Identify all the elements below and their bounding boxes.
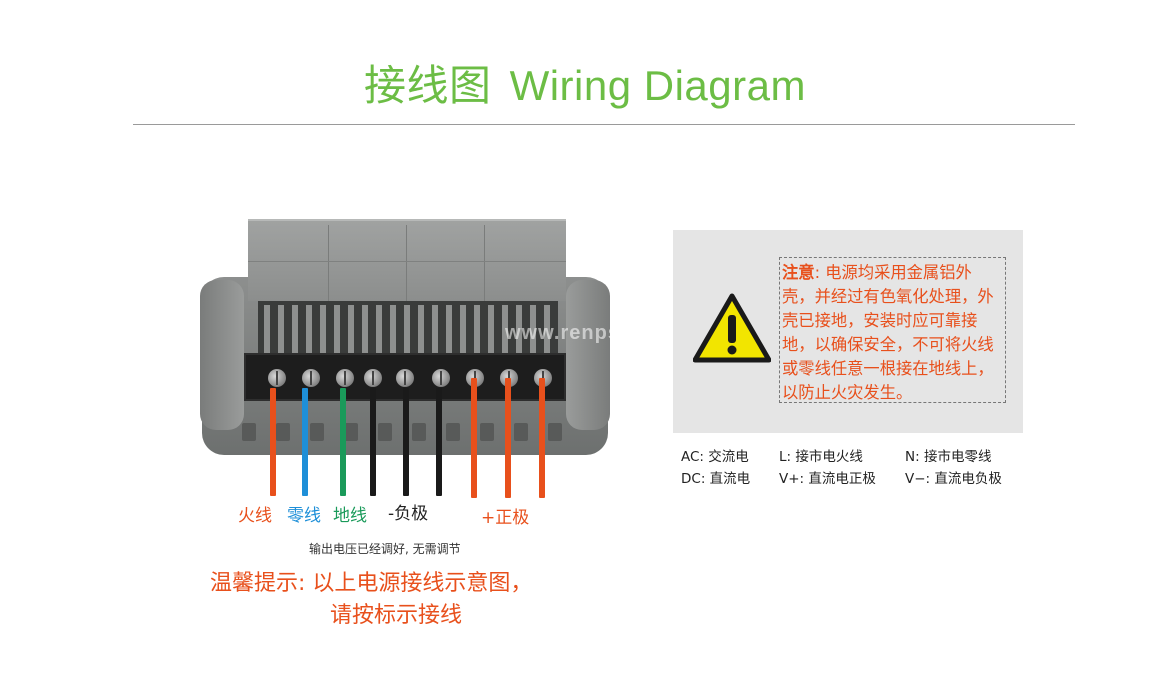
legend-vplus: V+: 直流电正极: [779, 471, 876, 487]
title-english: Wiring Diagram: [509, 62, 806, 109]
base-slot: [310, 423, 324, 441]
negative-wire-2: [403, 388, 409, 496]
base-slot: [378, 423, 392, 441]
label-positive: +正极: [481, 508, 530, 528]
vent-slot: [432, 305, 438, 355]
vent-slot: [292, 305, 298, 355]
base-slot: [344, 423, 358, 441]
vent-grille: [258, 301, 558, 359]
legend-l: L: 接市电火线: [779, 449, 863, 465]
vent-slot: [320, 305, 326, 355]
neutral-wire: [302, 388, 308, 496]
negative-wire-3: [436, 388, 442, 496]
positive-wire-3: [539, 378, 545, 498]
vent-slot: [460, 305, 466, 355]
output-voltage-note: 输出电压已经调好, 无需调节: [309, 542, 461, 556]
label-live: 火线: [238, 506, 272, 526]
positive-wire-1: [471, 378, 477, 498]
base-slot: [480, 423, 494, 441]
label-negative: -负极: [388, 504, 429, 524]
power-supply-device: [200, 215, 610, 455]
vent-slot: [474, 305, 480, 355]
legend-row-2: DC: 直流电 V+: 直流电正极 V−: 直流电负极: [681, 468, 1002, 490]
positive-wire-2: [505, 378, 511, 498]
terminal-screw: [396, 369, 414, 387]
warning-notice: 注意: 电源均采用金属铝外壳，并经过有色氧化处理，外壳已接地，安装时应可靠接地，…: [779, 257, 1006, 403]
device-mount-right: [566, 280, 610, 430]
vent-slot: [390, 305, 396, 355]
legend-vminus: V−: 直流电负极: [905, 471, 1002, 487]
terminal-screw: [302, 369, 320, 387]
label-ground: 地线: [333, 506, 367, 526]
label-neutral: 零线: [287, 506, 321, 526]
negative-wire-1: [370, 388, 376, 496]
vent-slot: [362, 305, 368, 355]
vent-slot: [530, 305, 536, 355]
vent-slot: [404, 305, 410, 355]
vent-slot: [418, 305, 424, 355]
vent-slot: [264, 305, 270, 355]
terminal-screw: [364, 369, 382, 387]
vent-slot: [334, 305, 340, 355]
vent-slot: [348, 305, 354, 355]
base-slot: [514, 423, 528, 441]
watermark: www.renpsn.com: [505, 322, 684, 344]
base-slot: [412, 423, 426, 441]
abbreviation-legend: AC: 交流电 L: 接市电火线 N: 接市电零线 DC: 直流电 V+: 直流电正极…: [681, 446, 1002, 490]
warning-triangle-icon: [693, 293, 771, 363]
warning-panel: 注意: 电源均采用金属铝外壳，并经过有色氧化处理，外壳已接地，安装时应可靠接地，…: [673, 230, 1023, 433]
legend-dc: DC: 直流电: [681, 471, 751, 487]
terminal-screw: [336, 369, 354, 387]
vent-slot: [376, 305, 382, 355]
live-wire: [270, 388, 276, 496]
base-slot: [276, 423, 290, 441]
vent-slot: [306, 305, 312, 355]
vent-slot: [488, 305, 494, 355]
device-mount-left: [200, 280, 244, 430]
vent-slot: [544, 305, 550, 355]
page-title: 接线图 Wiring Diagram: [0, 52, 1170, 113]
tip-line-1: 温馨提示: 以上电源接线示意图，: [210, 571, 533, 596]
notice-label: 注意: [782, 263, 815, 282]
terminal-screw: [268, 369, 286, 387]
vent-slot: [502, 305, 508, 355]
terminal-screw: [432, 369, 450, 387]
ground-wire: [340, 388, 346, 496]
vent-slot: [516, 305, 522, 355]
tip-line-2: 请按标示接线: [330, 603, 463, 628]
legend-row-1: AC: 交流电 L: 接市电火线 N: 接市电零线: [681, 446, 1002, 468]
title-divider: [133, 124, 1075, 125]
base-slot: [242, 423, 256, 441]
vent-slot: [278, 305, 284, 355]
legend-ac: AC: 交流电: [681, 449, 749, 465]
notice-text: : 电源均采用金属铝外壳，并经过有色氧化处理，外壳已接地，安装时应可靠接地，以确…: [782, 263, 994, 402]
vent-slot: [446, 305, 452, 355]
wiring-tip: 温馨提示: 以上电源接线示意图， 请按标示接线: [210, 568, 590, 632]
device-top-cover: [248, 219, 566, 301]
base-slot: [446, 423, 460, 441]
base-slot: [548, 423, 562, 441]
title-chinese: 接线图: [364, 61, 492, 110]
legend-n: N: 接市电零线: [905, 449, 992, 465]
